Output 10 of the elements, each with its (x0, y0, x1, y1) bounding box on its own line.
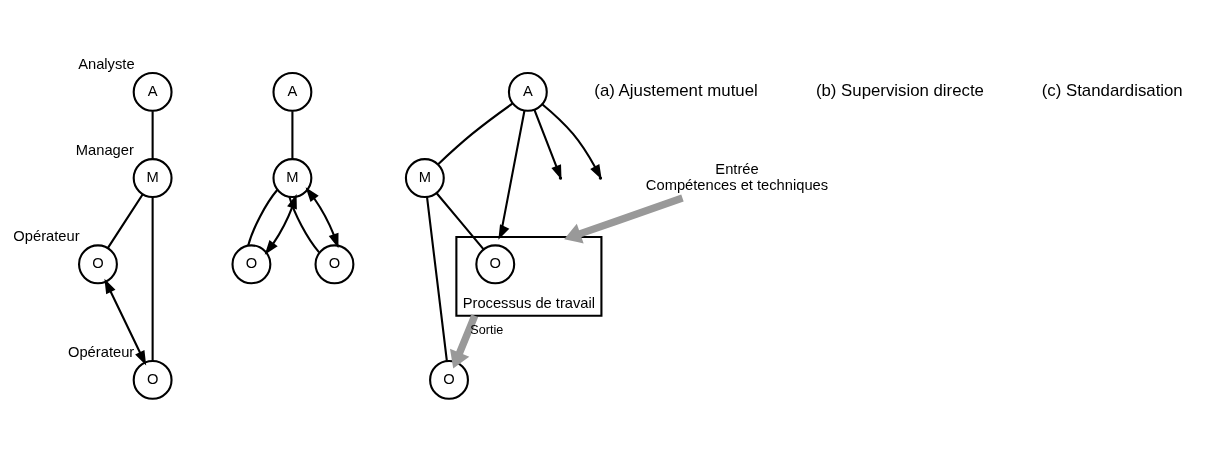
node-label: Analyste (78, 55, 135, 72)
label: (a) Ajustement mutuel (594, 80, 758, 100)
edge-label: Sortie (470, 322, 504, 337)
label: (c) Standardisation (1041, 80, 1183, 100)
node-label: Opérateur (68, 343, 135, 360)
node-label: Manager (75, 141, 134, 158)
node-label: Processus de travail (462, 294, 596, 311)
node-text: Entrée Compétences et techniques (645, 160, 829, 193)
label: (b) Supervision directe (815, 80, 984, 100)
node-label: Opérateur (13, 227, 80, 244)
